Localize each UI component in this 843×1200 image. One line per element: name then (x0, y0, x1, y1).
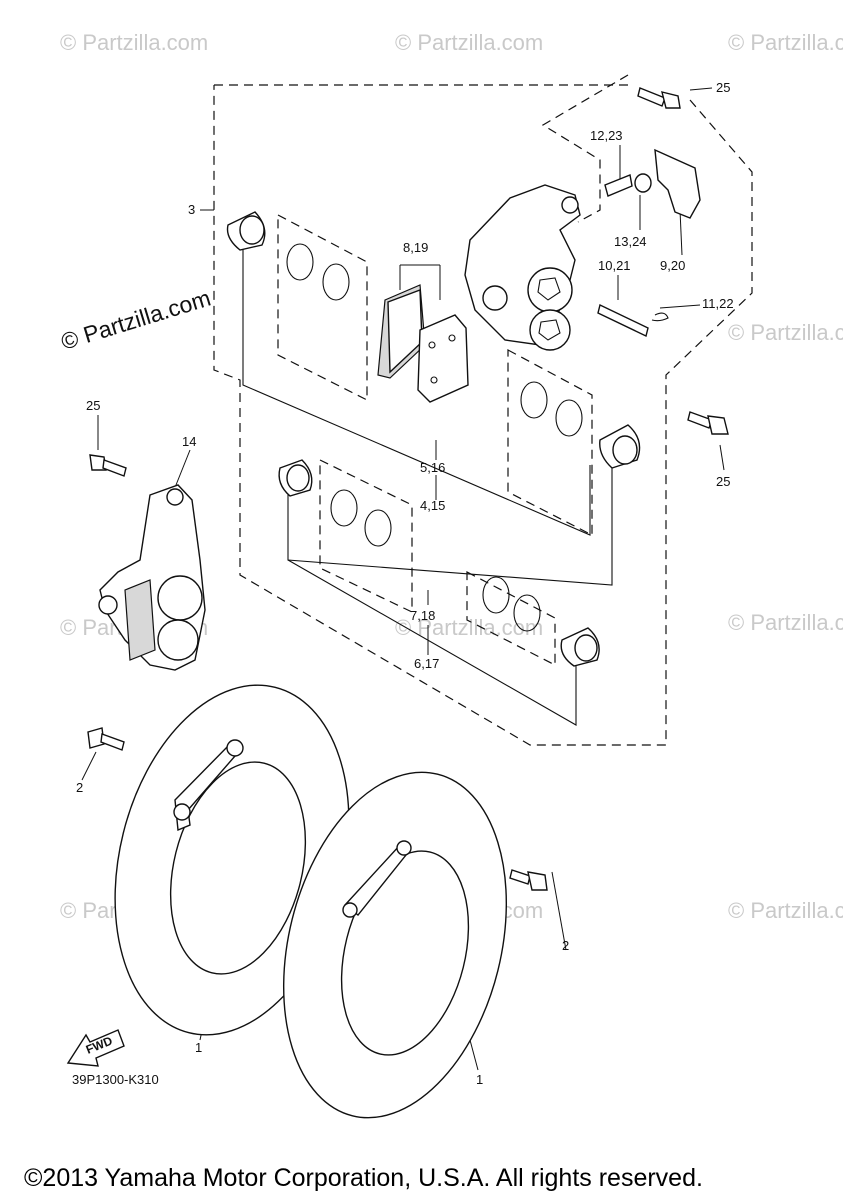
callout-label: 1 (195, 1040, 202, 1055)
piston (560, 627, 600, 667)
bolt (89, 454, 127, 477)
callout-label: 11,22 (702, 296, 734, 311)
watermark: © Partzilla.com (728, 610, 843, 635)
brake-pad (417, 314, 469, 403)
bleeder-cap (634, 173, 652, 193)
watermark: © Partzilla.com (728, 320, 843, 345)
callout-label: 7,18 (410, 608, 435, 623)
callout-label: 8,19 (403, 240, 428, 255)
pin-clip (651, 312, 669, 322)
bolt (509, 869, 548, 891)
seal-outline-lower-left (319, 459, 413, 613)
fwd-arrow-icon: FWD (66, 1029, 125, 1067)
callout-label: 2 (562, 938, 569, 953)
bleeder-screw (604, 174, 633, 197)
piston (226, 211, 266, 251)
callout-label: 2 (76, 780, 83, 795)
caliper-right (464, 184, 581, 351)
pad-outline (277, 214, 368, 401)
watermark: © Partzilla.com (60, 30, 208, 55)
callout-label: 5,16 (420, 460, 445, 475)
brake-disc (282, 771, 508, 1119)
callout-label: 9,20 (660, 258, 685, 273)
callout-label: 4,15 (420, 498, 445, 513)
callout-label: 1 (476, 1072, 483, 1087)
callout-label: 10,21 (598, 258, 631, 273)
diagram-reference-code: 39P1300-K310 (72, 1072, 159, 1087)
watermark: © Partzilla.com (728, 898, 843, 923)
callout-label: 12,23 (590, 128, 623, 143)
callout-label: 14 (182, 434, 196, 449)
piston (599, 424, 641, 469)
assembly-outline (213, 84, 753, 746)
callout-label: 25 (716, 80, 730, 95)
pad-spring (654, 148, 701, 219)
bracket-outline (541, 74, 629, 223)
caliper-left (98, 484, 206, 671)
seal-outline-upper-right (507, 348, 593, 536)
seal-outline-lower-right (466, 571, 556, 666)
watermark-main: © Partzilla.com (58, 285, 214, 355)
callout-labels: 25 12,23 3 13,24 8,19 10,21 9,20 11,22 2… (76, 80, 734, 1087)
piston (278, 459, 313, 497)
piston-path-lower (287, 440, 613, 586)
bolt (637, 87, 681, 109)
callout-label: 6,17 (414, 656, 439, 671)
piston-path-bottom (287, 559, 577, 726)
bolt (87, 727, 125, 751)
piston-seals (286, 243, 583, 632)
brake-pad (377, 284, 426, 379)
piston-path-upper (242, 245, 591, 536)
watermark: © Partzilla.com (728, 30, 843, 55)
copyright-notice: ©2013 Yamaha Motor Corporation, U.S.A. A… (24, 1164, 703, 1192)
watermark: © Partzilla.com (395, 30, 543, 55)
callout-label: 25 (716, 474, 730, 489)
bolt (687, 411, 729, 435)
pad-pin (597, 303, 649, 338)
callout-label: 3 (188, 202, 195, 217)
callout-label: 25 (86, 398, 100, 413)
callout-label: 13,24 (614, 234, 647, 249)
